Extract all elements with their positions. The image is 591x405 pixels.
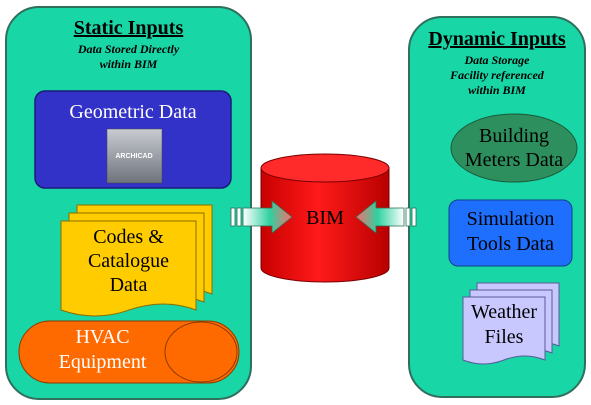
bim-label: BIM <box>306 207 344 229</box>
left-to-bim-arrow <box>230 200 293 234</box>
hvac-line-2: Equipment <box>58 351 147 373</box>
meters-line-2: Meters Data <box>464 149 564 171</box>
weather-files-documents <box>462 282 560 365</box>
bim-cylinder <box>260 153 390 283</box>
archicad-logo-text: ARCHICAD <box>115 153 152 160</box>
dynamic-subtitle-line-1: Data Storage <box>464 53 530 67</box>
hvac-line-1: HVAC <box>75 326 130 348</box>
archicad-logo-image <box>106 128 163 184</box>
building-meters-ellipse <box>450 113 578 183</box>
static-subtitle-line-2: within BIM <box>99 57 158 71</box>
codes-catalogue-documents <box>60 204 213 317</box>
static-subtitle-line-1: Data Stored Directly <box>77 42 180 56</box>
codes-catalogue-label: Codes & Catalogue Data <box>61 225 196 297</box>
simulation-tools-box <box>448 199 573 267</box>
codes-line-3: Data <box>109 274 148 296</box>
weather-line-1: Weather <box>470 301 538 323</box>
hvac-equipment-shape <box>18 320 240 384</box>
meters-line-1: Building <box>478 125 549 147</box>
simulation-line-1: Simulation <box>466 208 555 230</box>
static-inputs-subtitle: Data Stored Directly within BIM <box>5 42 252 72</box>
static-inputs-title: Static Inputs <box>73 17 184 39</box>
dynamic-subtitle-line-3: within BIM <box>468 83 526 97</box>
hvac-equipment-label: HVAC Equipment <box>25 325 180 375</box>
dynamic-inputs-title: Dynamic Inputs <box>428 28 566 50</box>
building-meters-label: Building Meters Data <box>451 124 577 172</box>
weather-files-label: Weather Files <box>463 300 545 350</box>
simulation-line-2: Tools Data <box>467 233 554 255</box>
weather-line-2: Files <box>484 326 524 348</box>
simulation-tools-label: Simulation Tools Data <box>449 207 572 257</box>
geometric-data-label: Geometric Data <box>69 101 197 123</box>
right-to-bim-arrow <box>355 200 417 234</box>
codes-line-1: Codes & <box>93 226 164 248</box>
dynamic-inputs-subtitle: Data Storage Facility referenced within … <box>408 53 586 98</box>
dynamic-subtitle-line-2: Facility referenced <box>450 68 544 82</box>
codes-line-2: Catalogue <box>87 250 170 272</box>
